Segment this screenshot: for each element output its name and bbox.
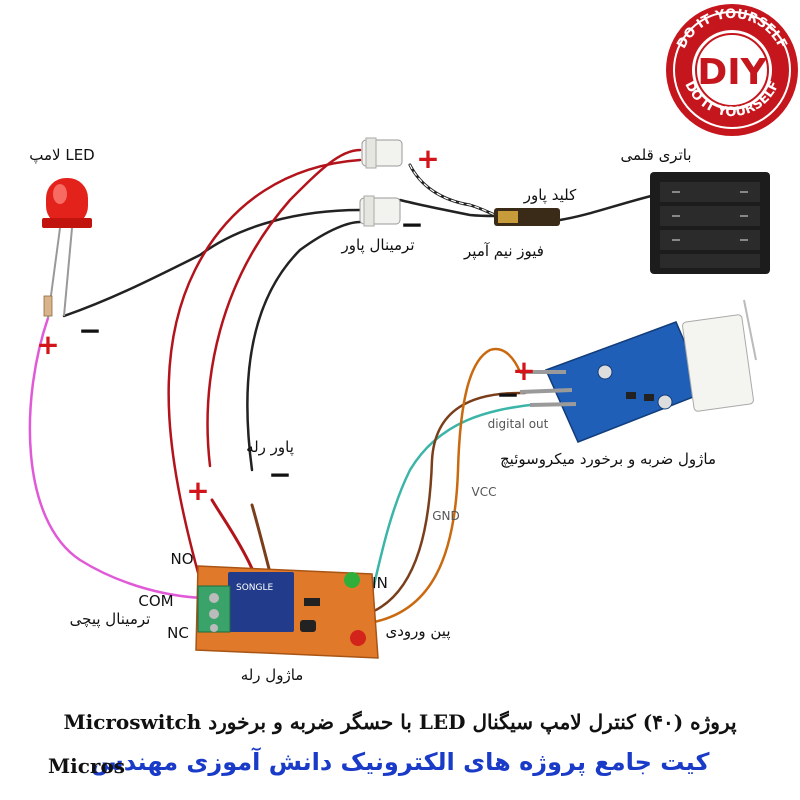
- plus-sign: +: [186, 474, 209, 507]
- label-com: COM: [138, 592, 173, 610]
- label-fuse: فیوز نیم آمپر: [463, 242, 544, 261]
- caption-subtitle: کیت جامع پروژه های الکترونیک دانش آموزی …: [90, 748, 710, 776]
- label-battery: باتری قلمی: [620, 146, 691, 164]
- label-power-terminal: ترمینال پاور: [340, 236, 414, 255]
- relay-module: SONGLE: [195, 565, 379, 659]
- led-lamp: [42, 178, 92, 319]
- label-no: NO: [170, 550, 193, 568]
- svg-text:SONGLE: SONGLE: [236, 583, 274, 593]
- label-power-switch: کلید پاور: [523, 186, 577, 205]
- minus-sign: −: [268, 458, 291, 491]
- battery-holder: [650, 172, 770, 274]
- wire-teal-digital-out: [368, 403, 532, 604]
- label-microswitch-module: ماژول ضربه و برخورد میکروسوئیچ: [500, 450, 716, 468]
- label-in: IN: [372, 574, 388, 592]
- wire-red-relay-power: [206, 148, 362, 468]
- label-input-pin: پین ورودی: [385, 622, 450, 641]
- label-relay-power: پاور رله: [246, 438, 294, 457]
- label-relay-module: ماژول رله: [241, 666, 304, 684]
- minus-sign: −: [78, 314, 101, 347]
- wires: [28, 148, 657, 634]
- caption-overlay: Micros: [48, 754, 126, 778]
- minus-sign: −: [400, 208, 423, 241]
- label-digital-out: digital out: [488, 417, 549, 431]
- plus-sign: +: [36, 328, 59, 361]
- wire-black-relay-power: [246, 220, 362, 472]
- power-switch: [494, 208, 560, 226]
- power-terminal-block: [359, 137, 403, 227]
- minus-sign: −: [496, 378, 519, 411]
- wire-orange-vcc: [372, 347, 522, 624]
- label-nc: NC: [167, 624, 189, 642]
- diy-logo: DIY DO IT YOURSELF DO IT YOURSELF: [666, 4, 798, 136]
- plus-sign: +: [512, 354, 535, 387]
- wire-magenta-led-com: [28, 316, 212, 600]
- wire-red-no: [167, 158, 362, 582]
- wire-black-led: [62, 208, 362, 318]
- caption-title: پروژه (۴۰) کنترل لامپ سیگنال LED با حسگر…: [63, 710, 737, 734]
- caption-subtitle-wrap: کیت جامع پروژه های الکترونیک دانش آموزی …: [0, 748, 800, 788]
- label-gnd: GND: [432, 509, 460, 523]
- label-screw-terminal: ترمینال پیچی: [70, 610, 151, 629]
- label-vcc: VCC: [472, 485, 497, 499]
- microswitch-module: [519, 299, 757, 443]
- label-led-lamp: لامپ LED: [29, 146, 94, 165]
- plus-sign: +: [416, 142, 439, 175]
- wire-brown-gnd: [370, 391, 527, 614]
- logo-text: DIY: [697, 52, 767, 93]
